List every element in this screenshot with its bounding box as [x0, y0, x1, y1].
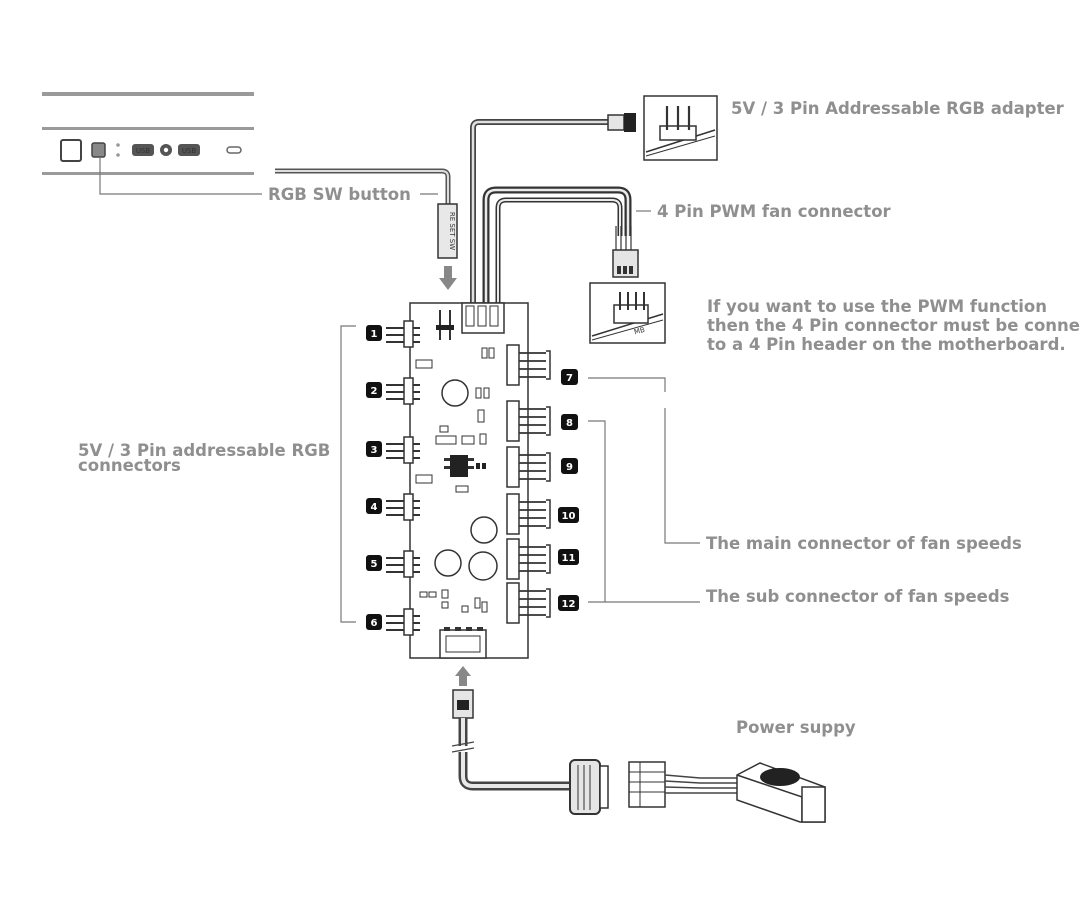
- port-badge-9: 9: [561, 458, 578, 474]
- port-badge-3: 3: [366, 441, 382, 457]
- sub-connector-bracket: [588, 420, 606, 603]
- port-badge-7: 7: [561, 369, 578, 385]
- argb-connectors-bracket: [340, 325, 356, 623]
- rgb-sw-cable: RE SET SW: [275, 168, 458, 290]
- port-badge-8: 8: [561, 414, 578, 430]
- rgb-sw-button-label: RGB SW button: [268, 185, 411, 204]
- usb-port-label: USB: [136, 147, 151, 155]
- arrow-up-icon: [455, 666, 471, 686]
- case-front-panel: USB USB: [42, 92, 254, 175]
- svg-text:RE SET SW: RE SET SW: [448, 212, 456, 250]
- usb-c-port-icon: [226, 146, 242, 154]
- left-argb-headers: [386, 320, 420, 636]
- right-fan-headers: [506, 344, 551, 624]
- power-supply-unit: [736, 762, 826, 823]
- sata-connector: [569, 759, 601, 815]
- main-connector-label: The main connector of fan speeds: [706, 534, 1022, 553]
- motherboard-header-detail: MB: [589, 282, 666, 344]
- rgb-sw-button-icon: [91, 142, 106, 158]
- svg-text:2: 2: [371, 386, 378, 397]
- port-badge-10: 10: [558, 507, 579, 523]
- port-badge-2: 2: [366, 382, 382, 398]
- led-indicator-icon: [116, 143, 120, 147]
- power-cable: [451, 666, 740, 815]
- svg-text:3: 3: [371, 445, 378, 456]
- argb-adapter-detail: [643, 95, 718, 161]
- port-badge-5: 5: [366, 555, 382, 571]
- arrow-down-icon: [439, 266, 457, 290]
- psu-fan-icon: [760, 768, 800, 786]
- rgb-sw-leader-line: [99, 158, 262, 195]
- pwm-note-line-1: If you want to use the PWM function: [707, 297, 1047, 316]
- svg-text:6: 6: [371, 618, 378, 629]
- svg-text:MB: MB: [633, 326, 646, 337]
- pwm-fan-cable: [482, 186, 639, 306]
- svg-text:1: 1: [371, 329, 378, 340]
- usb-port-icon: [178, 144, 200, 156]
- argb-adapter-label: 5V / 3 Pin Addressable RGB adapter: [731, 99, 1065, 118]
- argb-adapter-cable: [470, 113, 636, 306]
- port-badge-1: 1: [366, 325, 382, 341]
- psu-sata-socket: [628, 761, 666, 808]
- pwm-fan-connector-label: 4 Pin PWM fan connector: [657, 202, 892, 221]
- argb-connectors-label-line-2: connectors: [78, 456, 181, 475]
- svg-text:12: 12: [562, 599, 576, 610]
- svg-text:9: 9: [566, 462, 573, 473]
- pwm-note-line-2: then the 4 Pin connector must be connect…: [707, 316, 1080, 335]
- usb-port-icon: [132, 144, 154, 156]
- reset-sw-plug: [437, 203, 458, 259]
- svg-text:7: 7: [566, 373, 573, 384]
- led-indicator-icon: [116, 153, 120, 157]
- power-supply-label: Power suppy: [736, 718, 856, 737]
- port-badge-12: 12: [558, 595, 579, 611]
- port-badge-11: 11: [558, 549, 579, 565]
- svg-text:10: 10: [562, 511, 576, 522]
- svg-text:5: 5: [371, 559, 378, 570]
- pwm-note-line-3: to a 4 Pin header on the motherboard.: [707, 335, 1066, 354]
- svg-text:4: 4: [371, 502, 378, 513]
- argb-connectors-label-line-1: 5V / 3 Pin addressable RGB: [78, 441, 330, 460]
- power-button-icon: [60, 139, 82, 162]
- port-badge-4: 4: [366, 498, 382, 514]
- svg-text:11: 11: [562, 553, 576, 564]
- main-connector-leader-line: [588, 377, 666, 392]
- svg-text:8: 8: [566, 418, 573, 429]
- sub-connector-label: The sub connector of fan speeds: [706, 587, 1010, 606]
- usb-port-label: USB: [182, 147, 197, 155]
- argb-plug: [607, 114, 625, 131]
- port-badge-6: 6: [366, 614, 382, 630]
